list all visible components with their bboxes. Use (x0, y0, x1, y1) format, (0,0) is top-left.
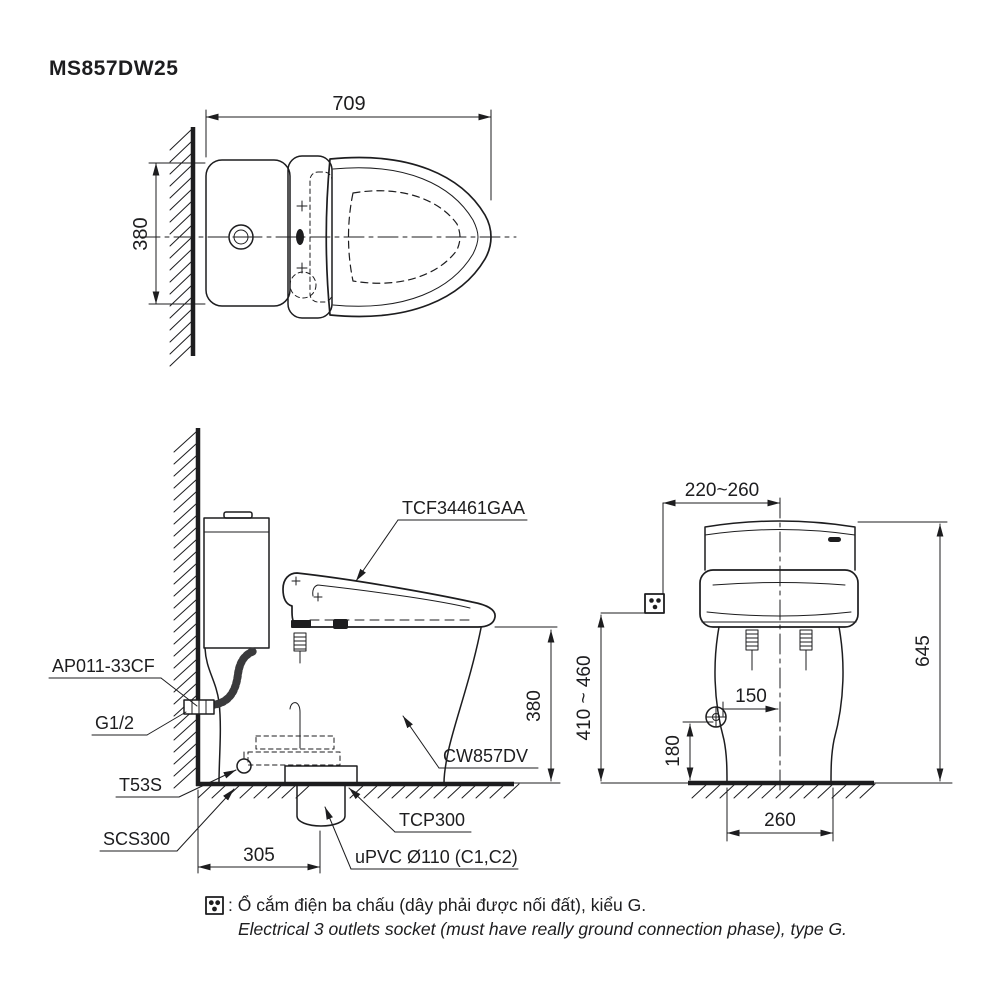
dim-valve-height: 180 (663, 735, 684, 767)
dim-drain-offset: 305 (243, 845, 275, 866)
label-supply: AP011-33CF (52, 656, 155, 676)
washlet-front-lid-seam (712, 582, 846, 586)
power-outlet-icon (644, 593, 665, 614)
ext-line (148, 162, 206, 305)
hinge-bumper (333, 619, 348, 629)
washlet-front-lower-seam (706, 611, 852, 617)
trap-hook (289, 702, 301, 749)
supply-hose (208, 647, 258, 709)
mount-bolt (293, 632, 307, 652)
label-thread: G1/2 (95, 713, 134, 733)
label-pipe: uPVC Ø110 (C1,C2) (355, 847, 518, 867)
label-flange-leader (348, 787, 396, 833)
bolt-right-threads (799, 633, 813, 671)
body-right-edge (830, 626, 844, 784)
nozzle-mark (296, 229, 304, 245)
flange-layer-1 (255, 735, 335, 750)
bolt-left-threads (745, 633, 759, 671)
dim-top-width: 709 (332, 93, 365, 115)
tank-button (828, 537, 841, 542)
power-outlet-icon (205, 896, 224, 915)
label-flange: TCP300 (399, 810, 465, 830)
bowl-front-edge (443, 627, 482, 784)
plus-mark-seat-1 (291, 576, 301, 586)
label-drain-socket: SCS300 (103, 829, 170, 849)
page-title: MS857DW25 (49, 57, 178, 80)
label-connector: T53S (119, 775, 162, 795)
dim-valve-offset: 150 (735, 686, 767, 707)
mount-fitting (291, 620, 311, 628)
label-bowl: CW857DV (443, 746, 528, 766)
side-view: 305 380 TCF34461GAA AP011-33CF G1/2 T53S… (48, 428, 561, 874)
bowl-back-edge (204, 647, 222, 784)
washlet-front (699, 569, 859, 628)
ext-line (197, 789, 321, 874)
t53s-connector (236, 758, 252, 774)
washlet-lid-seam-side (312, 584, 471, 609)
flange-layer-2 (247, 751, 341, 766)
label-thread-leader (146, 711, 187, 736)
dim-total-height: 645 (913, 635, 934, 667)
wall-hatching-top-view (169, 129, 192, 367)
body-left-edge (714, 626, 728, 784)
label-pipe-leader (324, 806, 352, 870)
dim-outlet-height: 410 ~ 460 (574, 655, 595, 740)
footnote: : Ổ cắm điện ba chấu (dây phải được nối … (205, 894, 847, 939)
bolt-left (745, 629, 759, 651)
flush-button-outer (228, 224, 254, 250)
lid-inner-line (332, 167, 479, 307)
wall-hatching-side-view (173, 431, 197, 789)
label-washlet-leader (355, 519, 399, 582)
dim-top-depth: 380 (130, 217, 152, 250)
label-drain-socket-leader (176, 788, 235, 852)
dashed-circle-plan (289, 271, 317, 299)
bolt-right (799, 629, 813, 651)
plus-mark-seat-2 (313, 592, 323, 602)
label-connector-leader (178, 769, 237, 798)
washlet-hinge-dashed (309, 171, 333, 303)
ext-line (205, 109, 492, 201)
footnote-vietnamese: : Ổ cắm điện ba chấu (dây phải được nối … (228, 894, 646, 915)
drain-pipe (296, 783, 346, 827)
supply-valve-cross (705, 706, 727, 728)
tank-front-seam (704, 529, 856, 536)
washlet-seat-side (282, 572, 496, 628)
tank-side (203, 517, 270, 649)
lid-outline (325, 156, 492, 318)
footnote-english: Electrical 3 outlets socket (must have r… (238, 919, 847, 939)
label-bowl-leader (402, 715, 440, 769)
label-washlet: TCF34461GAA (402, 498, 525, 518)
tank-front (704, 520, 856, 571)
top-view: 709 380 (130, 93, 517, 367)
tank-lid-knob (223, 511, 253, 519)
label-supply-leader (160, 677, 198, 707)
plus-mark-bottom (296, 262, 308, 274)
floor-hatching-front (691, 783, 876, 799)
front-view: 220~260 410 ~ 460 645 150 180 260 (574, 480, 953, 842)
dim-outlet-offset: 220~260 (685, 480, 760, 501)
mount-bolt-threads (293, 636, 307, 664)
tank-plan (205, 159, 291, 307)
bowl-rim-dashed (347, 190, 461, 284)
plus-mark-top (296, 200, 308, 212)
dim-seat-height: 380 (524, 690, 545, 722)
dim-base-width: 260 (764, 810, 796, 831)
drain-collar (284, 765, 358, 784)
